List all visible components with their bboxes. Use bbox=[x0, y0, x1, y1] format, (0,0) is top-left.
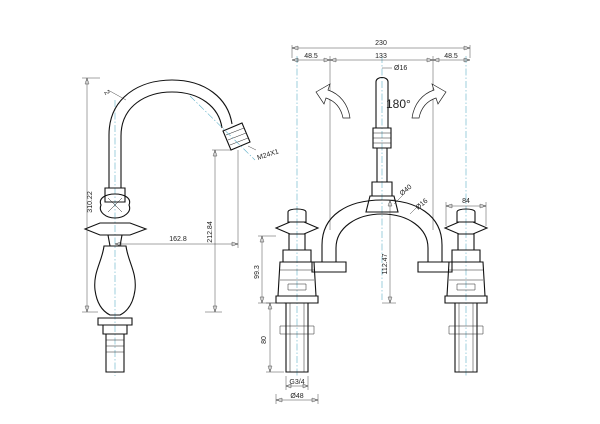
nozzle-front-thread bbox=[373, 132, 391, 144]
right-backnut bbox=[448, 325, 484, 335]
tail-length-label: 80 bbox=[261, 336, 268, 344]
spout-inner-edge bbox=[120, 91, 223, 188]
left-base-flange bbox=[275, 295, 319, 304]
left-tail-inner bbox=[289, 303, 305, 372]
spout-outer-edge bbox=[108, 79, 233, 188]
rotation-label: 180° bbox=[386, 97, 411, 111]
tap-body bbox=[94, 245, 136, 316]
left-valve-detail bbox=[280, 269, 314, 291]
bridge-height-label: 112.47 bbox=[382, 253, 389, 274]
tail-thread-label: G3/4 bbox=[289, 379, 304, 386]
cross-handle bbox=[83, 222, 148, 236]
left-backnut bbox=[279, 325, 315, 335]
front-view: 230 48.5 133 48.5 Ø16 180° Ø40 Ø16 bbox=[254, 40, 489, 404]
tail-thread bbox=[106, 339, 124, 353]
base-flange bbox=[97, 317, 133, 326]
bridge-right-foot bbox=[417, 261, 453, 273]
side-view: 310.22 2 212.84 162.8 M24X1 bbox=[82, 77, 280, 376]
handle-base-height-label: 99.3 bbox=[254, 265, 261, 279]
left-handle-cap bbox=[287, 208, 307, 223]
spout-front bbox=[375, 76, 389, 129]
overall-width-label: 230 bbox=[375, 40, 387, 47]
spout-nozzle bbox=[222, 122, 251, 151]
left-offset-label: 48.5 bbox=[304, 53, 318, 60]
body-height-label: 310.22 bbox=[87, 191, 94, 213]
rotation-arrow-left bbox=[315, 83, 351, 119]
right-tail-pipe bbox=[454, 302, 478, 373]
right-base-flange bbox=[444, 295, 488, 304]
left-tail-pipe bbox=[285, 302, 309, 373]
right-valve-detail bbox=[449, 269, 483, 291]
right-handle-cap bbox=[456, 208, 476, 223]
bridge-center-boss bbox=[365, 195, 399, 213]
right-tail-inner bbox=[458, 303, 474, 372]
spout-diameter-label: Ø16 bbox=[394, 65, 407, 72]
bridge-left-foot bbox=[311, 261, 347, 273]
outlet-height-label: 212.84 bbox=[207, 221, 214, 243]
base-washer bbox=[102, 324, 128, 335]
tail-pipe bbox=[105, 333, 125, 373]
body-knob bbox=[99, 193, 131, 219]
spout-collar bbox=[104, 187, 126, 203]
bridge-diameter-label: Ø40 bbox=[399, 184, 414, 198]
tail-diameter-label: Ø48 bbox=[290, 393, 303, 400]
nozzle-centerline bbox=[189, 95, 256, 161]
spout-thread-label: M24X1 bbox=[256, 148, 279, 162]
handle-width-label: 84 bbox=[462, 198, 470, 205]
right-offset-label: 48.5 bbox=[444, 53, 458, 60]
rotation-arrow-right bbox=[411, 83, 447, 119]
spout-tag-label: 2 bbox=[102, 90, 110, 97]
bridge-arch-inner bbox=[335, 213, 429, 262]
knob-cross bbox=[107, 197, 123, 213]
spout-reach-label: 162.8 bbox=[169, 236, 187, 243]
center-spacing-label: 133 bbox=[375, 53, 387, 60]
nozzle-thread-lines bbox=[225, 127, 249, 146]
spout-nozzle-front bbox=[372, 127, 392, 149]
